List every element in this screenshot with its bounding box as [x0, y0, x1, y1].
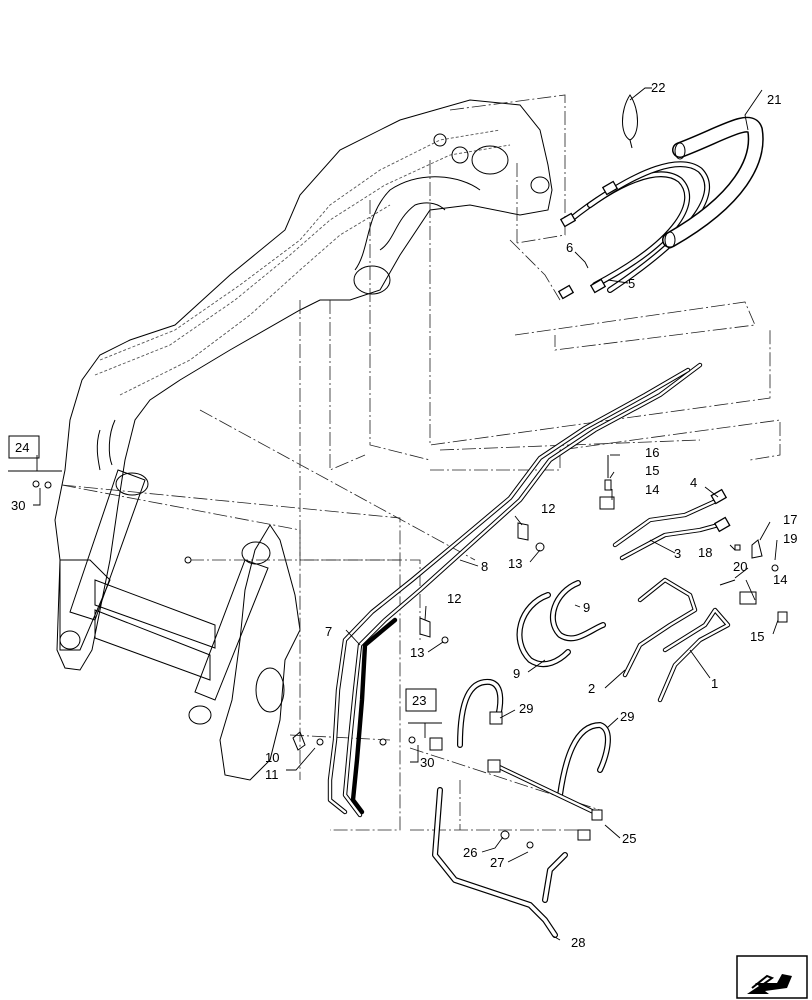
- tube-8: [327, 362, 703, 818]
- callout-16: 16: [645, 445, 659, 460]
- callout-30b: 30: [420, 755, 434, 770]
- callout-9a: 9: [583, 600, 590, 615]
- hoses-9: [516, 580, 606, 668]
- callout-10: 10: [265, 750, 279, 765]
- box-24: [8, 435, 40, 459]
- callout-11: 11: [265, 767, 279, 782]
- leader-lines: [8, 87, 779, 941]
- callout-4: 4: [690, 475, 697, 490]
- callouts: 1 2 3 4 5 6 7 8 9 9 10 11 12 12 13 13 14…: [11, 80, 797, 950]
- callout-29a: 29: [519, 701, 533, 716]
- callout-7: 7: [325, 624, 332, 639]
- callout-29b: 29: [620, 709, 634, 724]
- callout-15b: 15: [750, 629, 764, 644]
- callout-27: 27: [490, 855, 504, 870]
- callout-13a: 13: [508, 556, 522, 571]
- callout-3: 3: [674, 546, 681, 561]
- callout-8: 8: [481, 559, 488, 574]
- callout-5: 5: [628, 276, 635, 291]
- callout-18: 18: [698, 545, 712, 560]
- return-arrow-icon[interactable]: [736, 955, 808, 999]
- box-23: [405, 688, 437, 712]
- callout-26: 26: [463, 845, 477, 860]
- clamps-and-bolts: [32, 455, 788, 849]
- callout-22: 22: [651, 80, 665, 95]
- callout-13b: 13: [410, 645, 424, 660]
- callout-6: 6: [566, 240, 573, 255]
- hose-29-right: [557, 722, 611, 798]
- loader-boom-outline: [54, 99, 553, 781]
- tubes-1-2: [622, 577, 731, 703]
- line-25: [492, 762, 603, 818]
- callout-17: 17: [783, 512, 797, 527]
- callout-12b: 12: [447, 591, 461, 606]
- callout-15a: 15: [645, 463, 659, 478]
- callout-2: 2: [588, 681, 595, 696]
- callout-19: 19: [783, 531, 797, 546]
- hose-guard-21: [662, 116, 764, 249]
- reference-lines: [61, 94, 781, 831]
- callout-24: 24: [15, 440, 29, 455]
- tubes-3-4: [612, 488, 731, 561]
- callout-20: 20: [733, 559, 747, 574]
- callout-28: 28: [571, 935, 585, 950]
- callout-12a: 12: [541, 501, 555, 516]
- callout-14b: 14: [773, 572, 787, 587]
- callout-9b: 9: [513, 666, 520, 681]
- callout-14a: 14: [645, 482, 659, 497]
- hose-29-left: [457, 678, 504, 748]
- callout-21: 21: [767, 92, 781, 107]
- tie-strap-22: [622, 94, 638, 149]
- callout-23: 23: [412, 693, 426, 708]
- tube-7: [350, 617, 398, 815]
- callout-25: 25: [622, 831, 636, 846]
- hose-28: [432, 787, 568, 938]
- callout-30a: 30: [11, 498, 25, 513]
- callout-1: 1: [711, 676, 718, 691]
